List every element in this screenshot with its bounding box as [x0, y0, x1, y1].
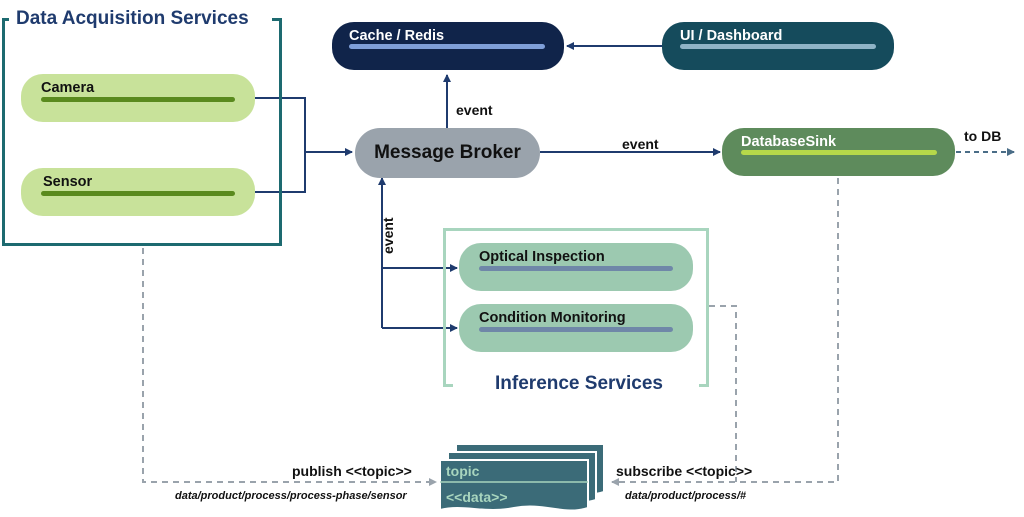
camera-bar: [41, 97, 235, 102]
to-db-label: to DB: [964, 128, 1002, 144]
condition-monitoring-bar: [479, 327, 673, 332]
topic-doc-body: <<data>>: [446, 489, 508, 505]
message-broker-node[interactable]: Message Broker: [355, 128, 540, 178]
inference-group-title: Inference Services: [495, 373, 663, 394]
optical-inspection-label: Optical Inspection: [479, 249, 605, 265]
condition-monitoring-label: Condition Monitoring: [479, 310, 626, 326]
cache-redis-node[interactable]: Cache / Redis: [332, 22, 564, 70]
cache-redis-bar: [349, 44, 545, 49]
dashboard-bar: [680, 44, 876, 49]
database-sink-label: DatabaseSink: [741, 134, 837, 150]
topic-doc-header: topic: [446, 463, 480, 479]
database-sink-node[interactable]: DatabaseSink: [722, 128, 955, 176]
publish-topic-path: data/product/process/process-phase/senso…: [175, 490, 407, 502]
camera-label: Camera: [41, 80, 95, 96]
subscribe-label: subscribe <<topic>>: [616, 463, 753, 479]
optical-inspection-node[interactable]: Optical Inspection: [459, 243, 693, 291]
subscribe-inference-dashed-connector: [709, 305, 737, 482]
event-label-inference: event: [380, 217, 396, 254]
event-label-cache: event: [456, 102, 493, 118]
sensor-bar: [41, 191, 235, 196]
optical-inspection-bar: [479, 266, 673, 271]
subscribe-topic-path: data/product/process/#: [625, 490, 747, 502]
inference-group: [443, 228, 709, 387]
event-label-dbsink: event: [622, 136, 659, 152]
sensor-node[interactable]: Sensor: [21, 168, 255, 216]
dashboard-label: UI / Dashboard: [680, 28, 783, 44]
message-broker-label: Message Broker: [374, 142, 521, 163]
dashboard-node[interactable]: UI / Dashboard: [662, 22, 894, 70]
camera-node[interactable]: Camera: [21, 74, 255, 122]
cache-redis-label: Cache / Redis: [349, 28, 445, 44]
sensor-to-broker-connector: [255, 152, 306, 193]
topic-document-icon: [439, 443, 605, 512]
camera-to-broker-connector: [255, 97, 306, 152]
condition-monitoring-node[interactable]: Condition Monitoring: [459, 304, 693, 352]
database-sink-bar: [741, 150, 937, 155]
publish-dashed-connector: [142, 248, 437, 486]
acquisition-group-title: Data Acquisition Services: [12, 8, 253, 30]
sensor-label: Sensor: [43, 174, 93, 190]
acquisition-group: [2, 18, 282, 246]
subscribe-dbsink-dashed-connector: [611, 178, 839, 486]
publish-label: publish <<topic>>: [292, 463, 412, 479]
